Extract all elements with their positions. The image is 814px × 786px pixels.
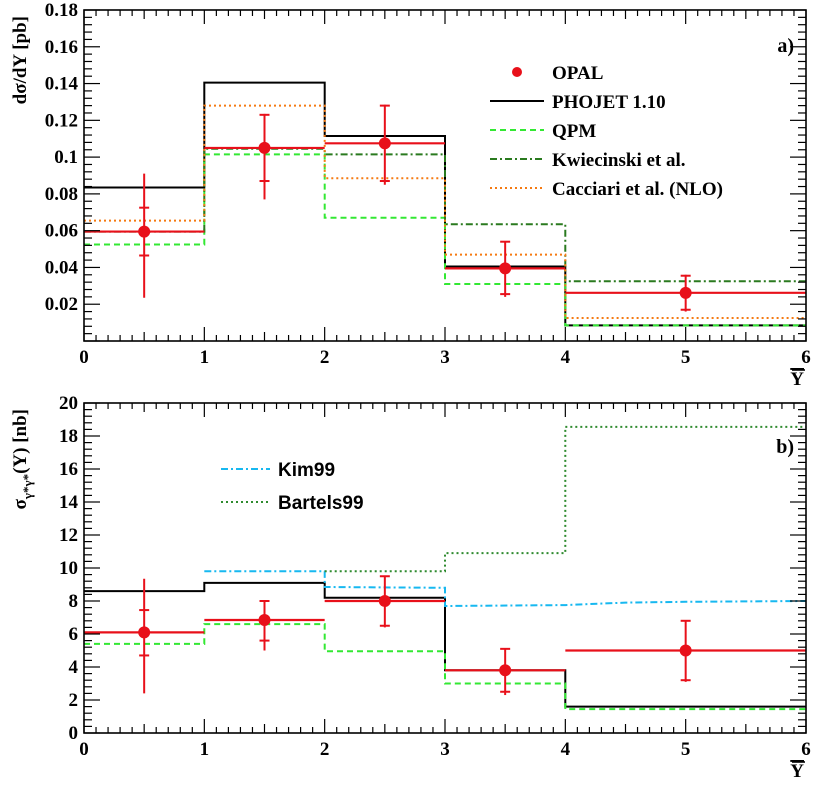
y-tick-label: 0.18 [45,0,78,21]
legend-item-2: QPM [490,121,596,142]
data-marker [258,613,271,626]
data-marker [679,286,692,299]
data-point-1 [204,600,325,651]
series-line-bartels99 [324,425,806,573]
legend-item-1: PHOJET 1.10 [490,92,666,113]
data-point-3 [445,647,566,696]
legend-marker [512,67,522,77]
series-line-cacciari-et-al-nlo- [84,104,806,319]
y-label-sigma: σ [10,498,31,509]
data-point-0 [84,578,205,694]
x-tick-label: 5 [681,347,691,368]
x-tick-label: 2 [320,347,330,368]
x-tick-label: 0 [79,347,89,368]
y-tick-label: 0.12 [45,110,78,131]
panel-a: 0 1 2 3 4 5 6 0.02 0.04 0.06 0.08 0.1 0.12 0.14 0.16 0.… [10,0,811,390]
y-tick-label: 14 [59,492,79,513]
legend-label: Bartels99 [278,493,364,514]
data-point-4 [565,619,806,682]
y-axis-label: dσ/dY [pb] [10,16,31,104]
y-axis-label: σγ*γ*(Y) [nb] [10,409,35,509]
y-tick-label: 6 [69,624,79,645]
x-axis-label: Y [790,761,804,782]
x-tick-label: 5 [681,739,691,760]
y-tick-label: 16 [59,459,78,480]
series-line-series-1 [84,623,806,711]
y-label-rest: (Y) [nb] [10,409,31,474]
plot-area [84,81,806,327]
legend-label: OPAL [552,63,603,84]
y-label-subscript: γ*γ* [20,474,35,500]
panel-label: b) [776,436,794,458]
legend-label: Kim99 [278,460,335,481]
data-point-3 [445,240,566,297]
data-point-0 [84,173,205,298]
y-tick-label: 20 [59,393,78,414]
y-tick-label: 8 [69,591,79,612]
y-tick-label: 0 [69,723,79,744]
y-tick-label: 10 [59,558,78,579]
x-tick-label: 0 [79,739,89,760]
data-point-2 [324,104,445,185]
data-point-1 [204,113,325,200]
y-tick-label: 0.06 [45,221,78,242]
y-tick-label: 0.04 [45,257,79,278]
y-tick-label: 0.16 [45,37,78,58]
legend-item-4: Cacciari et al. (NLO) [490,179,723,200]
x-tick-label: 1 [200,739,210,760]
x-tick-label: 3 [440,347,450,368]
series-line-kim99 [204,570,806,608]
legend-item-3: Kwiecinski et al. [490,150,686,171]
x-tick-label: 2 [320,739,330,760]
y-tick-label: 0.08 [45,184,78,205]
y-tick-label: 0.1 [54,147,78,168]
data-marker [499,262,512,275]
data-marker [378,595,391,607]
data-marker [499,664,512,677]
legend-label: Cacciari et al. (NLO) [552,179,723,200]
x-tick-label: 1 [200,347,210,368]
legend-item-0: OPAL [512,63,603,84]
x-tick-label: 6 [801,739,811,760]
plot-area [84,425,806,711]
y-tick-label: 0.02 [45,294,78,315]
data-marker [679,644,692,657]
x-tick-label: 4 [561,347,571,368]
data-marker [258,141,271,154]
legend-item-0: Kim99 [221,460,335,481]
data-marker [138,626,151,639]
legend-label: QPM [552,121,596,142]
y-tick-label: 12 [59,525,78,546]
panel-label: a) [777,35,794,57]
x-tick-label: 4 [561,739,571,760]
y-tick-label: 4 [69,657,79,678]
legend-label: Kwiecinski et al. [552,150,686,171]
data-point-4 [565,274,806,312]
y-tick-label: 18 [59,426,78,447]
x-axis-label: Y [790,369,804,390]
data-point-2 [324,575,445,628]
y-tick-label: 2 [69,690,79,711]
legend-item-1: Bartels99 [221,493,364,514]
legend-label: PHOJET 1.10 [552,92,666,113]
y-tick-label: 0.14 [45,74,79,95]
x-tick-label: 6 [801,347,811,368]
data-marker [138,225,151,238]
x-tick-label: 3 [440,739,450,760]
data-marker [378,137,391,150]
